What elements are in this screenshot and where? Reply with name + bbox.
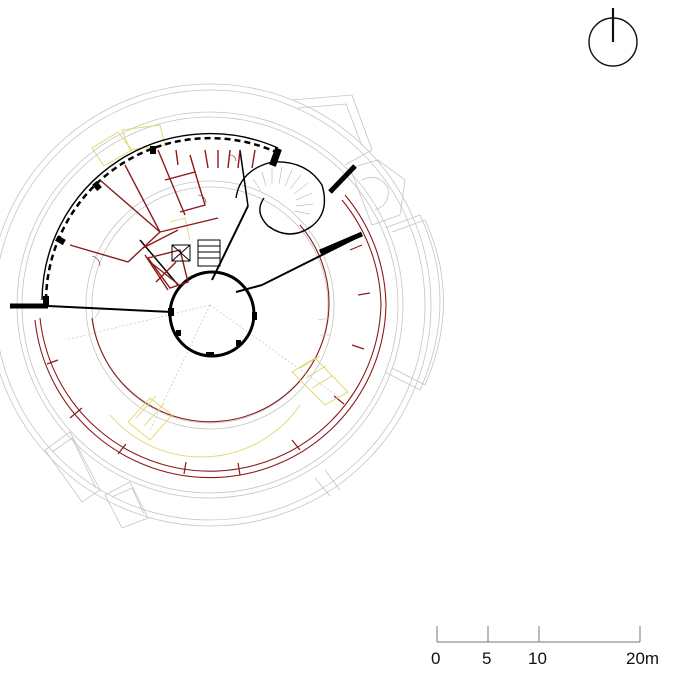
north-arrow-icon — [588, 8, 638, 67]
spiral-stair-treads — [252, 166, 314, 215]
spiral-stair — [235, 161, 326, 235]
new-radial-partitions — [46, 244, 371, 476]
scale-bar — [436, 626, 641, 643]
structural-outer-wall — [41, 132, 279, 301]
circulation-stairs — [91, 124, 349, 458]
scale-label-0: 0 — [431, 649, 441, 668]
new-rooms-upper-left — [69, 149, 256, 291]
new-ring-walls — [34, 194, 387, 479]
existing-outer-rings — [0, 83, 432, 527]
structural-walls — [10, 149, 363, 313]
scale-label-5: 5 — [482, 649, 492, 668]
existing-annex-bottom-left — [44, 431, 149, 529]
scale-label-20m: 20m — [626, 649, 660, 668]
existing-radials — [64, 304, 341, 431]
wall-columns — [43, 146, 282, 306]
scale-label-10: 10 — [528, 649, 547, 668]
lift-shafts — [171, 239, 221, 267]
existing-arc-lower — [314, 469, 341, 497]
door-swings — [91, 154, 237, 267]
central-core — [168, 270, 257, 358]
existing-annex-right — [291, 94, 444, 391]
